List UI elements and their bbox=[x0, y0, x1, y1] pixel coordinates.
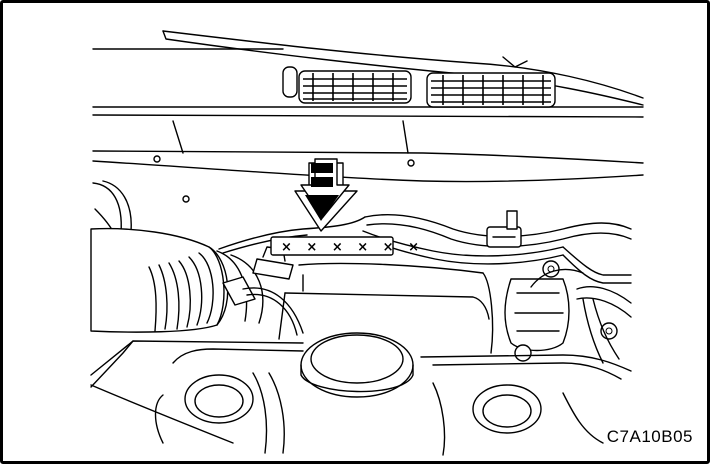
vin-tag-marking: × × × × × × bbox=[281, 240, 424, 255]
vin-tag: × × × × × × bbox=[270, 236, 424, 256]
oil-filler-cap bbox=[300, 332, 414, 398]
engine-cover bbox=[90, 340, 632, 456]
brake-master-cylinder bbox=[504, 260, 632, 364]
intake-plenum bbox=[278, 262, 494, 354]
harness-connector bbox=[486, 210, 522, 248]
figure-code: C7A10B05 bbox=[606, 427, 693, 446]
bulkhead-hoses bbox=[92, 180, 132, 236]
intake-sensor-connector bbox=[222, 276, 304, 336]
spark-plug-wells bbox=[184, 374, 542, 434]
cowl-vent-grille bbox=[282, 66, 556, 108]
wiring-harness bbox=[218, 213, 632, 284]
cowl-panel bbox=[92, 48, 644, 203]
engine-bay-line-drawing: × × × × × × bbox=[90, 30, 644, 456]
down-arrow-icon bbox=[294, 158, 358, 232]
air-intake-duct bbox=[90, 227, 264, 333]
